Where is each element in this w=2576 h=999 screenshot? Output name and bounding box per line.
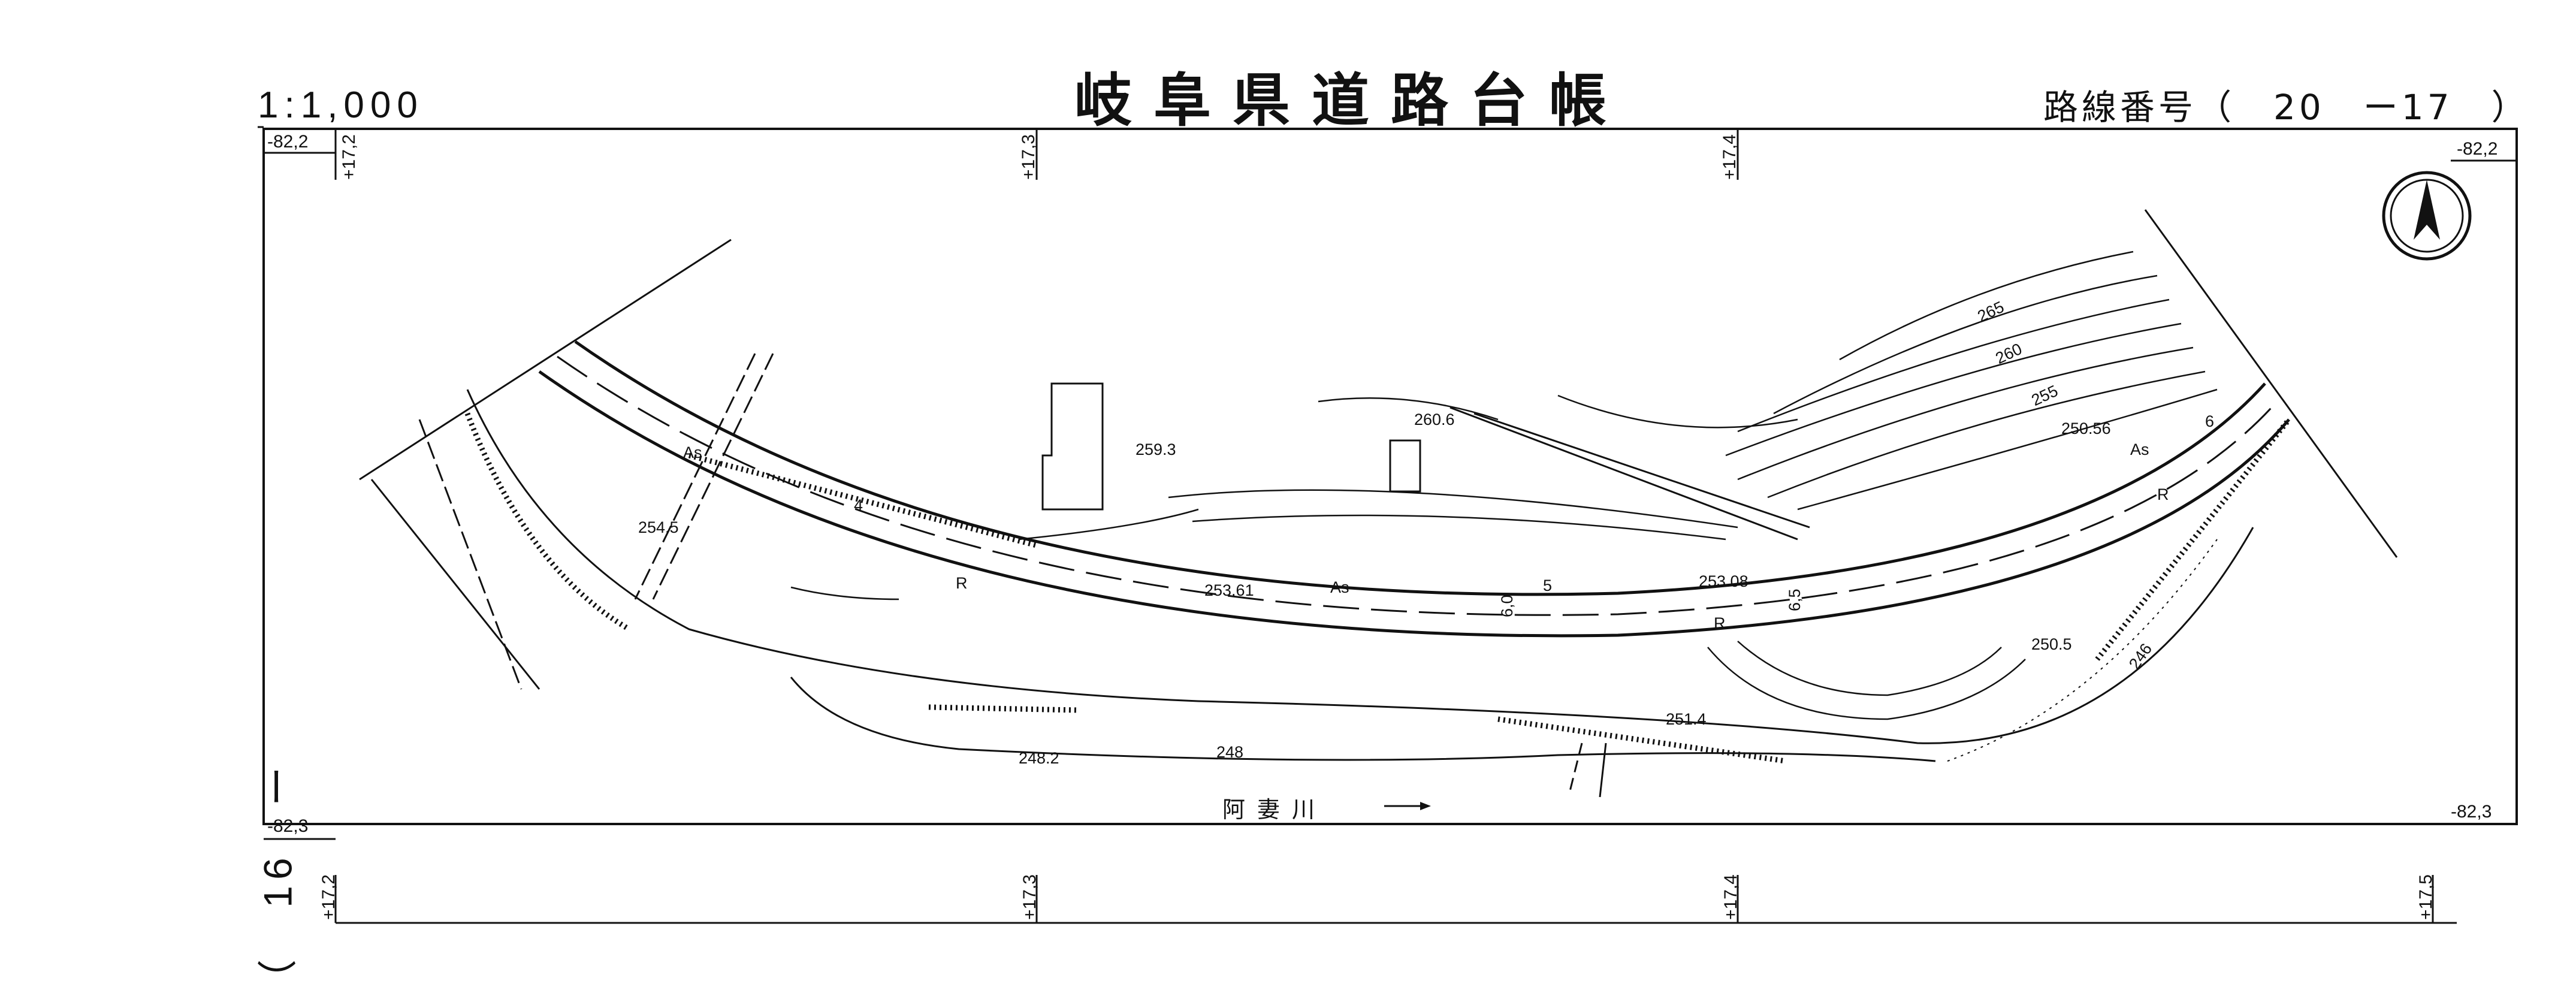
elevation-label: 260.6 — [1414, 411, 1455, 428]
roadside-label: R — [2157, 485, 2169, 503]
frame-coord-top-left: -82,2 — [267, 132, 309, 152]
elevation-label: 254.5 — [638, 518, 679, 536]
width-label: 6,0 — [1498, 594, 1516, 617]
elevation-label: 253.08 — [1699, 572, 1748, 590]
width-label: 4 — [854, 496, 863, 514]
frame-coord-bottom-right: -82,3 — [2451, 802, 2492, 822]
river-bank-north — [466, 389, 2254, 744]
elevation-label: 251.4 — [1666, 710, 1707, 728]
levee-hatch — [464, 412, 631, 632]
roadside-label: R — [1714, 614, 1726, 632]
north-arrow-icon — [2382, 171, 2472, 261]
road-map-drawing — [258, 126, 2518, 924]
chainage-top-2: +17,3 — [1019, 134, 1038, 180]
width-label: 5 — [1543, 577, 1553, 594]
elevation-label: 253.61 — [1204, 581, 1254, 599]
pavement-label: As — [683, 443, 702, 461]
chainage-bottom-3: +17,4 — [1721, 874, 1741, 920]
roadside-label: R — [956, 574, 968, 592]
chainage-bottom-4: +17,5 — [2416, 874, 2436, 920]
map-frame — [262, 128, 2518, 825]
elevation-label: 248 — [1216, 743, 1244, 761]
river-bank-south — [790, 677, 1936, 762]
elevation-label: 259.3 — [1136, 440, 1176, 458]
route-number: 路線番号（ 20 ー17 ） — [2043, 87, 2530, 128]
elevation-label: 248.2 — [1019, 749, 1059, 767]
sheet-number-right: （ 18 ー — [2574, 760, 2576, 998]
chainage-top-3: +17,4 — [1720, 134, 1740, 180]
pavement-label: As — [1330, 578, 1349, 596]
pavement-label: As — [2130, 440, 2149, 458]
width-label: 6 — [2205, 412, 2215, 430]
elevation-label: 250.56 — [2061, 419, 2111, 437]
map-title: 岐阜県道路台帳 — [1074, 67, 1628, 134]
building — [1041, 382, 1104, 511]
elevation-label: 250.5 — [2031, 635, 2072, 653]
map-scale: 1:1,000 — [258, 84, 424, 126]
building — [1389, 439, 1421, 493]
chainage-bottom-2: +17,3 — [1020, 874, 1040, 920]
road-centerline — [557, 355, 2278, 616]
sheet-number-left: （ 16 ー — [255, 760, 300, 999]
width-label: 6,5 — [1786, 588, 1804, 611]
frame-coord-top-right: -82,2 — [2457, 139, 2498, 159]
chainage-top-1: +17,2 — [339, 134, 359, 180]
road-edge-south — [538, 370, 2290, 638]
river-label: 阿妻川 — [1222, 796, 1327, 823]
chainage-bottom-1: +17,2 — [319, 874, 339, 920]
road-edge-north — [574, 340, 2266, 596]
frame-coord-bottom-left: -82,3 — [267, 816, 309, 836]
